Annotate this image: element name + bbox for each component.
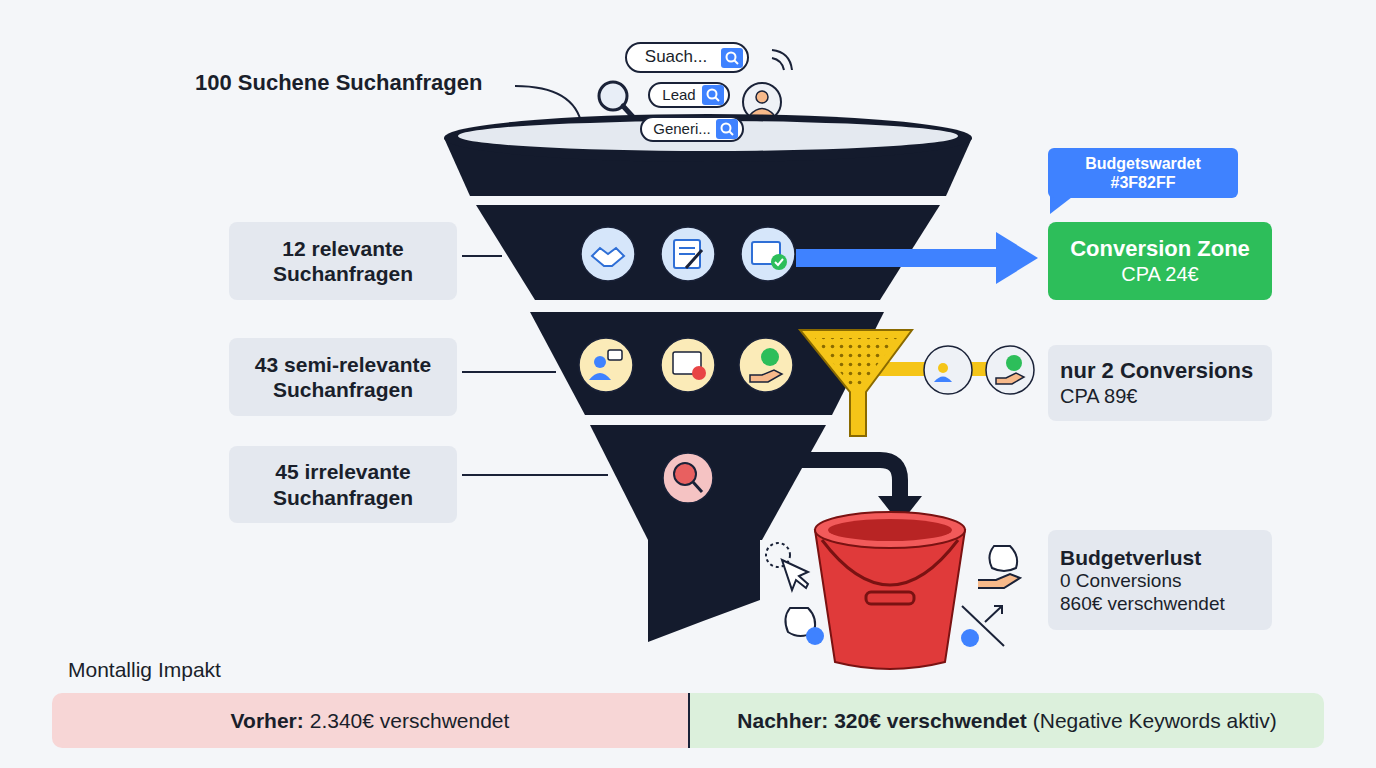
node-text: 860€ verschwendet [1060,593,1225,616]
node-text: CPA 89€ [1060,384,1137,408]
node-heading: Suach... [645,47,707,67]
before-band: Vorher:2.340€ verschwendet [52,693,688,748]
node-heading: Conversion Zone [1070,236,1250,262]
search-pill: Generi... [640,116,744,142]
node-heading: Nachher: 320€ verschwendet [737,708,1026,733]
semi-relevant-icons [579,338,793,392]
node-heading: Budgetverlust [1060,545,1201,570]
loss-box: Budgetverlust0 Conversions860€ verschwen… [1048,530,1272,630]
node-heading: 43 semi-relevante Suchanfragen [239,352,447,402]
node-heading: 12 relevante Suchanfragen [243,236,443,286]
category-box: 12 relevante Suchanfragen [229,222,457,300]
node-heading: 45 irrelevante Suchanfragen [243,459,443,509]
signal-icon [772,50,792,70]
bucket [815,512,965,669]
section-label: Montallig Impakt [68,658,221,682]
search-button-icon [716,119,738,139]
node-heading: Lead [662,86,695,104]
node-heading: Budgetswardet #3F82FF [1068,154,1218,192]
search-pill: Lead [648,82,730,108]
search-pill: Suach... [625,42,749,73]
conversion-box: Conversion ZoneCPA 24€ [1048,222,1272,300]
node-heading: Vorher: [231,708,304,733]
node-text: 0 Conversions [1060,570,1181,593]
category-box: 43 semi-relevante Suchanfragen [229,338,457,416]
node-text: CPA 24€ [1121,262,1198,286]
callout-bubble: Budgetswardet #3F82FF [1048,148,1238,198]
search-button-icon [721,48,743,68]
search-button-icon [702,85,724,105]
category-box: 45 irrelevante Suchanfragen [229,446,457,523]
node-heading: Generi... [653,120,711,138]
money-icons [766,543,1020,647]
after-band: Nachher: 320€ verschwendet (Negative Keyw… [688,693,1324,748]
node-text: (Negative Keywords aktiv) [1033,708,1277,733]
magnifier-icon [599,82,634,118]
node-text: 2.340€ verschwendet [310,708,510,733]
result-box: nur 2 ConversionsCPA 89€ [1048,345,1272,421]
irrelevant-icon [663,453,713,503]
conversion-arrow [796,232,1038,284]
node-heading: nur 2 Conversions [1060,358,1253,384]
strainer [800,330,1034,436]
input-label: 100 Suchene Suchanfragen [195,70,482,96]
relevant-icons [581,227,795,281]
